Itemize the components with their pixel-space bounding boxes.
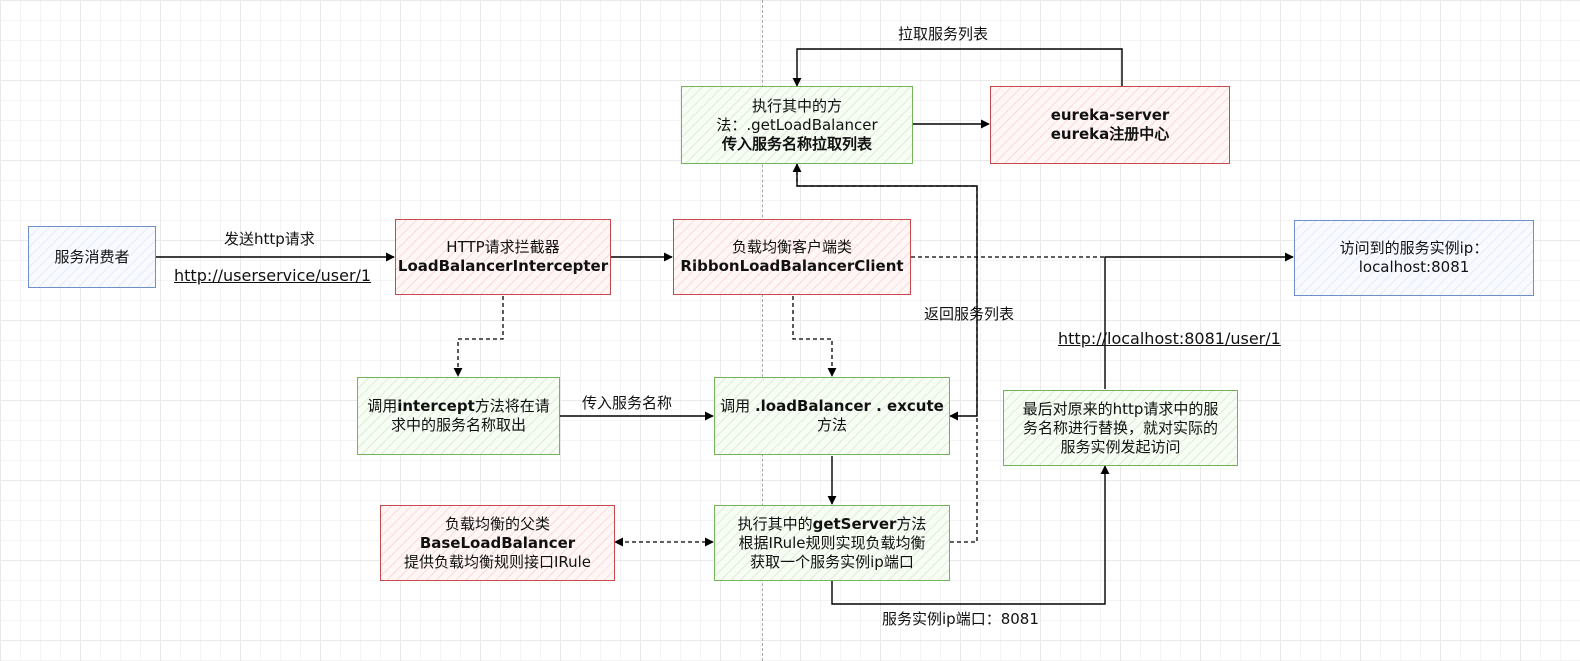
intercept-method-node: 调用intercept方法将在请 求中的服务名称取出 [357, 377, 560, 455]
replace-request-node: 最后对原来的http请求中的服 务名称进行替换，就对实际的 服务实例发起访问 [1003, 390, 1238, 466]
intercept-method-text-c: 方法将在请 [474, 397, 550, 415]
execute-node: 调用 .loadBalancer . excute 方法 [714, 377, 950, 455]
execute-line1: 调用 .loadBalancer . excute [720, 397, 944, 416]
edge-ribbon-to-execute [792, 296, 837, 377]
intercept-method-line1: 调用intercept方法将在请 [367, 397, 550, 416]
base-lb-line3: 提供负载均衡规则接口IRule [403, 552, 592, 571]
get-server-text-b: getServer [812, 514, 897, 533]
get-server-line3: 获取一个服务实例ip端口 [750, 552, 914, 571]
ribbon-client-title: 负载均衡客户端类 [731, 238, 852, 256]
get-server-node: 执行其中的getServer方法 根据IRule规则实现负载均衡 获取一个服务实… [714, 505, 950, 581]
get-server-text-c: 方法 [896, 514, 927, 533]
ribbon-client-class: RibbonLoadBalancerClient [680, 257, 904, 275]
get-loadbalancer-line2: 法：.getLoadBalancer [716, 115, 878, 134]
edge-getserver-to-replace [831, 465, 1110, 605]
result-line1: 访问到的服务实例ip： [1339, 239, 1489, 257]
base-lb-line1: 负载均衡的父类 [444, 514, 550, 533]
pass-name-label: 传入服务名称 [582, 394, 673, 412]
replace-line3: 服务实例发起访问 [1060, 437, 1181, 456]
interceptor-node: HTTP请求拦截器 LoadBalancerIntercepter [395, 219, 611, 295]
instance-port-label: 服务实例ip端口：8081 [882, 610, 1039, 628]
result-node: 访问到的服务实例ip： localhost:8081 [1294, 220, 1534, 296]
get-server-text-a: 执行其中的 [737, 514, 813, 533]
get-server-line1: 执行其中的getServer方法 [738, 515, 927, 534]
base-loadbalancer-node: 负载均衡的父类 BaseLoadBalancer 提供负载均衡规则接口IRule [380, 505, 615, 581]
get-loadbalancer-line3: 传入服务名称拉取列表 [721, 134, 872, 153]
get-server-line2: 根据IRule规则实现负载均衡 [738, 533, 926, 552]
intercept-method-line2: 求中的服务名称取出 [390, 416, 526, 434]
get-loadbalancer-line1: 执行其中的方 [751, 96, 842, 115]
edge-interceptor-to-intercept-method [453, 296, 504, 377]
result-line2: localhost:8081 [1358, 258, 1470, 276]
ribbon-client-node: 负载均衡客户端类 RibbonLoadBalancerClient [673, 219, 911, 295]
consumer-node: 服务消费者 [28, 226, 156, 288]
edge-replace-to-result [1104, 252, 1294, 389]
return-list-label: 返回服务列表 [924, 305, 1015, 323]
get-loadbalancer-node: 执行其中的方 法：.getLoadBalancer 传入服务名称拉取列表 [681, 86, 913, 164]
center-guide-line [762, 0, 763, 661]
execute-text-a: 调用 [720, 397, 755, 415]
execute-line2: 方法 [816, 416, 847, 434]
consumer-label: 服务消费者 [54, 247, 130, 266]
intercept-method-text-b: intercept [397, 397, 475, 415]
eureka-node: eureka-server eureka注册中心 [990, 86, 1230, 164]
eureka-server-name: eureka-server [1050, 106, 1170, 124]
edge-getserver-eureka-link [792, 163, 978, 543]
consumer-url-link[interactable]: http://userservice/user/1 [174, 266, 372, 285]
intercept-method-text-a: 调用 [367, 397, 398, 415]
replace-line2: 务名称进行替换，就对实际的 [1022, 418, 1218, 437]
interceptor-title: HTTP请求拦截器 [446, 238, 560, 256]
replace-line1: 最后对原来的http请求中的服 [1022, 399, 1219, 418]
interceptor-class: LoadBalancerIntercepter [397, 257, 609, 275]
send-http-label: 发送http请求 [224, 230, 315, 248]
eureka-server-desc: eureka注册中心 [1050, 125, 1170, 143]
base-lb-line2: BaseLoadBalancer [419, 533, 576, 552]
execute-text-b: .loadBalancer . excute [754, 397, 944, 415]
final-url-link[interactable]: http://localhost:8081/user/1 [1058, 329, 1281, 348]
edge-eureka-pull-list [792, 48, 1123, 87]
pull-list-label: 拉取服务列表 [898, 25, 989, 43]
